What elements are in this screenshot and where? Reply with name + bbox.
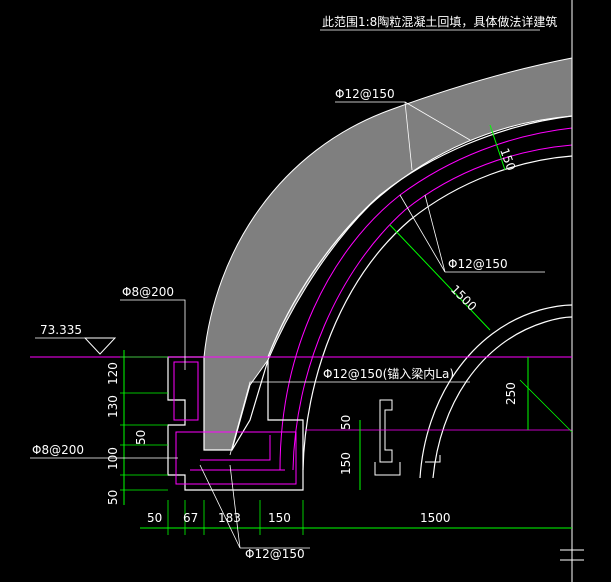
rebar-anchor-bar <box>190 435 285 471</box>
leader-rebar-mid-2 <box>399 194 446 273</box>
hdim-2: 183 <box>218 511 241 525</box>
rebar-arc-inner <box>292 144 573 471</box>
leader-rebar-top-2 <box>404 101 471 141</box>
outer-arc-edge <box>267 115 573 358</box>
inner-arch-outer <box>419 304 573 479</box>
inner-arch-inner <box>432 316 573 479</box>
hdim-0: 50 <box>147 511 162 525</box>
rebar-label-top: Φ12@150 <box>335 87 395 101</box>
leader-rebar-mid-3 <box>424 194 446 273</box>
hdim-1: 67 <box>183 511 198 525</box>
stirrup-label-upper: Φ8@200 <box>122 285 174 299</box>
elevation-label: 73.335 <box>40 323 82 337</box>
hdim-4: 1500 <box>420 511 451 525</box>
leader-rebar-bottom-2 <box>199 464 241 549</box>
stirrup-lower <box>175 431 297 485</box>
dim-150-radial: 150 <box>497 146 518 172</box>
rebar-label-mid: Φ12@150 <box>448 257 508 271</box>
dim-150-mid: 150 <box>339 452 353 475</box>
dim-radial-150 <box>489 124 506 171</box>
dim-1500-radial: 1500 <box>448 282 479 313</box>
leader-stirrup-upper <box>120 299 186 370</box>
stirrup-label-lower: Φ8@200 <box>32 443 84 457</box>
vdim-1: 130 <box>106 395 120 418</box>
dim-250-diag <box>519 379 573 433</box>
rebar-anchor-label: Φ12@150(锚入梁内La) <box>323 366 454 381</box>
beam-section-outline <box>167 356 304 491</box>
note-top: 此范围1:8陶粒混凝土回填，具体做法详建筑 <box>322 14 557 29</box>
leader-anchor <box>229 381 470 456</box>
inner-arc-edge <box>302 155 573 471</box>
dim-50-mid: 50 <box>339 415 353 430</box>
elevation-triangle <box>83 337 117 355</box>
dim-radial-1500 <box>389 224 491 331</box>
leader-rebar-bottom-3 <box>229 464 241 549</box>
vdim-3: 100 <box>106 447 120 470</box>
rebar-label-bottom: Φ12@150 <box>245 547 305 561</box>
vdim-2: 50 <box>134 430 148 445</box>
stirrup-upper <box>173 361 199 421</box>
rebar-arc-outer <box>279 127 573 471</box>
dim-250: 250 <box>504 382 518 405</box>
bracket-shape <box>374 399 441 476</box>
vdim-0: 120 <box>106 362 120 385</box>
hdim-3: 150 <box>268 511 291 525</box>
vdim-4: 50 <box>106 490 120 505</box>
